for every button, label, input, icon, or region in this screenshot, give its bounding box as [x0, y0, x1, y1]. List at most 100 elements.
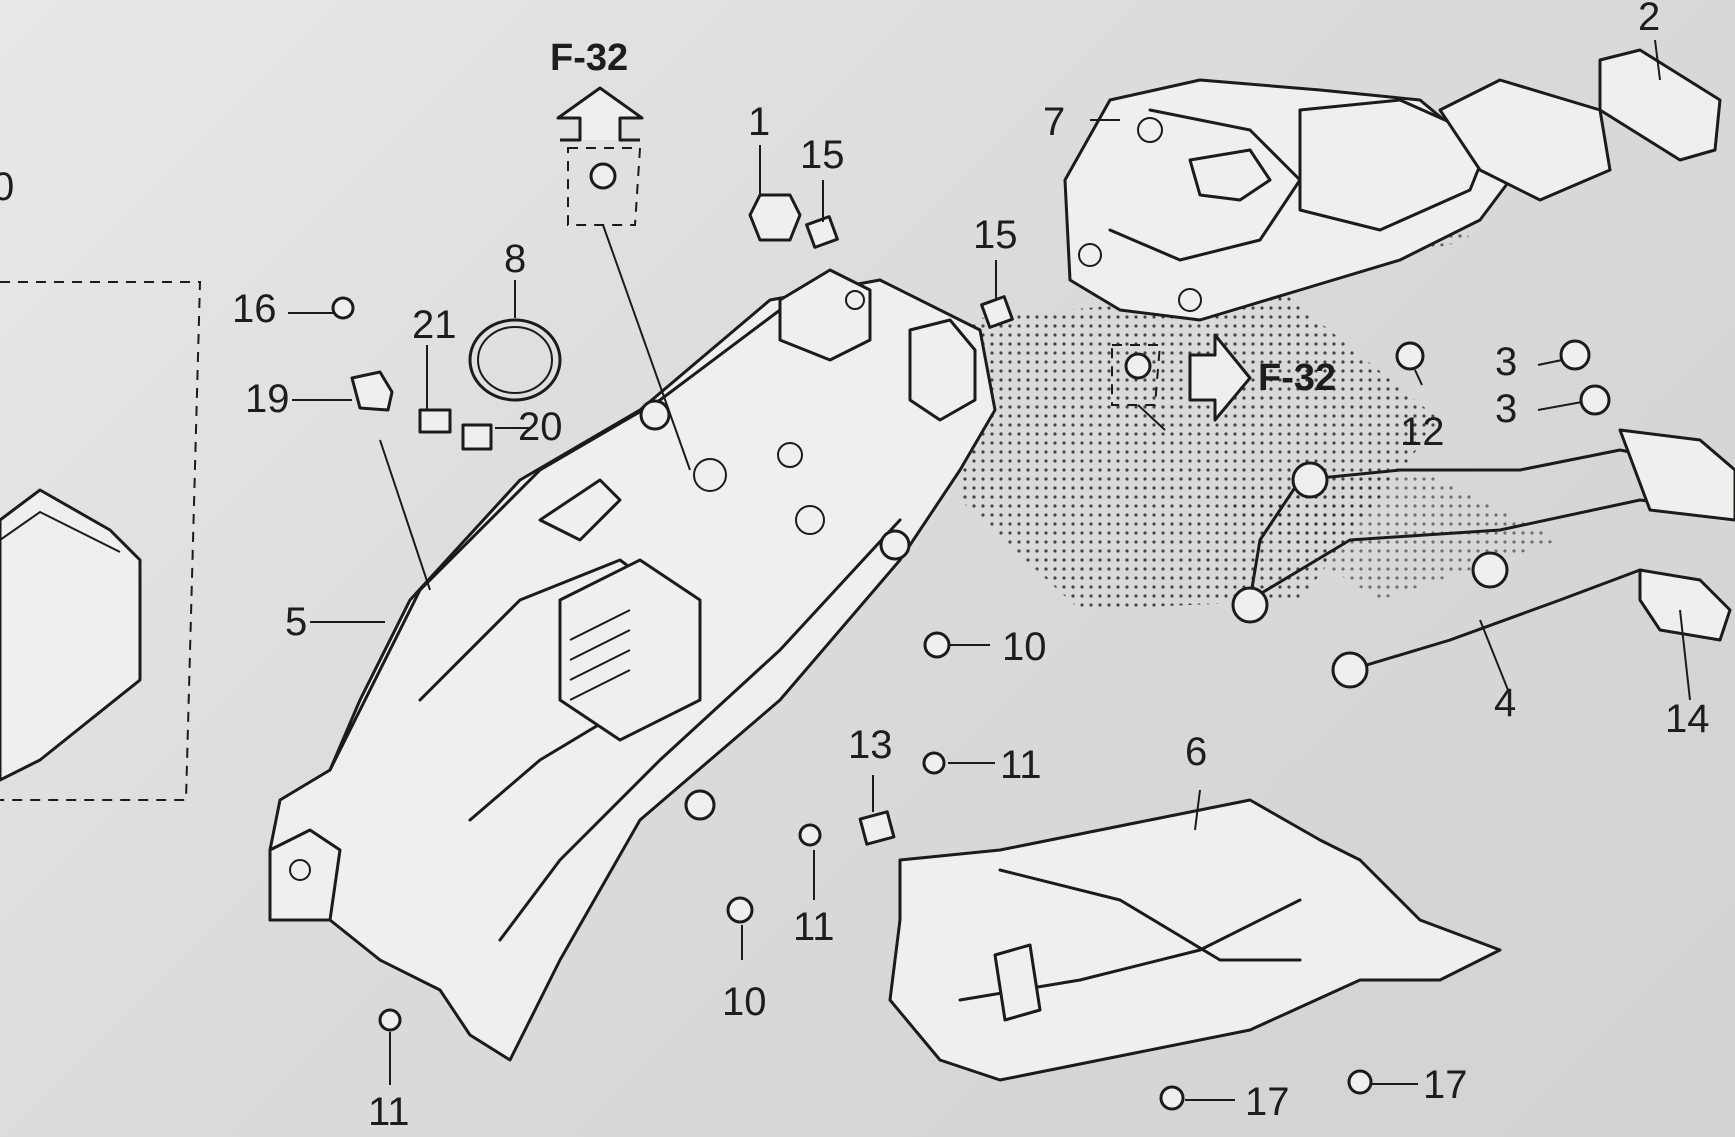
callout-7: 7: [1043, 100, 1065, 144]
bolt-part-10a: [923, 631, 951, 659]
dashed-box-top-bolt: [567, 147, 642, 226]
speed-nut-15a: [805, 215, 839, 249]
battery-top-edge: [0, 510, 121, 553]
leader-lines: [288, 39, 1691, 1101]
subframe-mount-2: [1231, 586, 1269, 624]
seat-cowl-part: [1063, 78, 1612, 322]
subframe-rail-lower: [1348, 568, 1642, 672]
callout-17a: 17: [1245, 1080, 1290, 1124]
lower-fender-tab: [993, 943, 1042, 1022]
right-arrow-icon: [1188, 333, 1252, 422]
rear-inner-fender-part: [268, 268, 997, 1062]
collar-part-3b: [1579, 384, 1611, 416]
callout-4: 4: [1494, 681, 1516, 725]
up-arrow-icon: [556, 86, 644, 142]
callout-17b: 17: [1423, 1063, 1468, 1107]
speed-nut-15b: [980, 295, 1014, 329]
subframe-mount-1: [1291, 461, 1329, 499]
callout-15a: 15: [800, 133, 845, 177]
callout-2: 2: [1638, 0, 1660, 39]
callout-edge: 0: [0, 165, 14, 209]
cowl-latch: [1188, 148, 1272, 202]
callout-14: 14: [1665, 697, 1710, 741]
screw-part-11c: [378, 1008, 402, 1032]
fender-bracket-upper: [778, 268, 872, 362]
rear-fender-lower-part: [888, 798, 1502, 1082]
screw-part-16: [331, 296, 355, 320]
screw-part-17a: [1159, 1085, 1185, 1111]
fender-grommet-4: [693, 458, 727, 492]
callout-11b: 11: [793, 905, 835, 949]
callout-15b: 15: [973, 213, 1018, 257]
fender-grommet-1: [639, 399, 671, 431]
callout-20: 20: [518, 405, 563, 449]
subframe-mount-3: [1331, 651, 1369, 689]
callout-3b: 3: [1495, 387, 1517, 431]
bracket-hole: [845, 290, 865, 310]
ring-part-8-inner: [477, 326, 553, 394]
cowl-seat-pad: [1298, 98, 1492, 232]
fuse-part-21: [418, 408, 452, 434]
callout-8: 8: [504, 237, 526, 281]
bolt-right-f32: [1124, 352, 1152, 380]
screw-part-11b: [798, 823, 822, 847]
fender-ridge: [498, 518, 902, 942]
battery-box-group: [0, 281, 202, 801]
subframe-part: [1231, 428, 1735, 689]
strap-part: [1638, 568, 1732, 642]
reference-label-right: F-32: [1258, 357, 1336, 399]
lower-fender-ridge: [998, 868, 1302, 962]
fender-fins: [569, 609, 631, 701]
callout-11a: 11: [1000, 743, 1042, 787]
clip-part-19: [350, 370, 394, 412]
screw-part-17b: [1347, 1069, 1373, 1095]
plate-part: [1598, 48, 1722, 162]
nut-part-13: [858, 810, 896, 846]
fender-rear-block: [268, 828, 342, 922]
bolt-part-10b: [726, 896, 754, 924]
dashed-box-outline: [0, 281, 202, 801]
callout-10b: 10: [722, 980, 767, 1024]
callout-5: 5: [285, 600, 307, 644]
fender-rim: [328, 308, 782, 772]
subframe-mount-4: [1471, 551, 1509, 589]
cowl-hole-2: [1078, 243, 1102, 267]
callout-1: 1: [748, 100, 770, 144]
callout-13: 13: [848, 723, 893, 767]
ring-part-8: [468, 318, 562, 402]
subframe-arm: [1248, 478, 1302, 602]
cowl-tail-block: [1438, 78, 1612, 202]
callout-11c: 11: [368, 1090, 410, 1134]
fender-grommet-5: [795, 505, 825, 535]
lower-fender-body: [888, 798, 1502, 1082]
dashed-box-right-bolt: [1111, 344, 1162, 406]
nut-part-12: [1395, 341, 1425, 371]
fender-grommet-2: [879, 529, 911, 561]
fender-seat-latch: [538, 478, 622, 542]
screw-part-11a: [922, 751, 946, 775]
cowl-inner-panel: [1108, 108, 1302, 262]
collar-part-3a: [1559, 339, 1591, 371]
reference-label-top: F-32: [550, 37, 628, 79]
clip-part-1: [748, 193, 802, 242]
fender-grommet-6: [777, 442, 803, 468]
cowl-hole-3: [1178, 288, 1202, 312]
fender-bolt-hole: [289, 859, 311, 881]
callout-19: 19: [245, 377, 290, 421]
fender-grommet-3: [684, 789, 716, 821]
battery-shape: [0, 488, 142, 782]
fender-bracket-right: [908, 318, 977, 422]
fuse-part-20: [461, 423, 493, 451]
callout-16: 16: [232, 287, 277, 331]
callout-10a: 10: [1002, 625, 1047, 669]
callout-3a: 3: [1495, 340, 1517, 384]
callout-12: 12: [1400, 410, 1445, 454]
subframe-rear-bracket: [1618, 428, 1735, 522]
bolt-top-f32: [589, 162, 617, 190]
callout-6: 6: [1185, 730, 1207, 774]
callout-21: 21: [412, 303, 457, 347]
cowl-hole-1: [1137, 117, 1163, 143]
